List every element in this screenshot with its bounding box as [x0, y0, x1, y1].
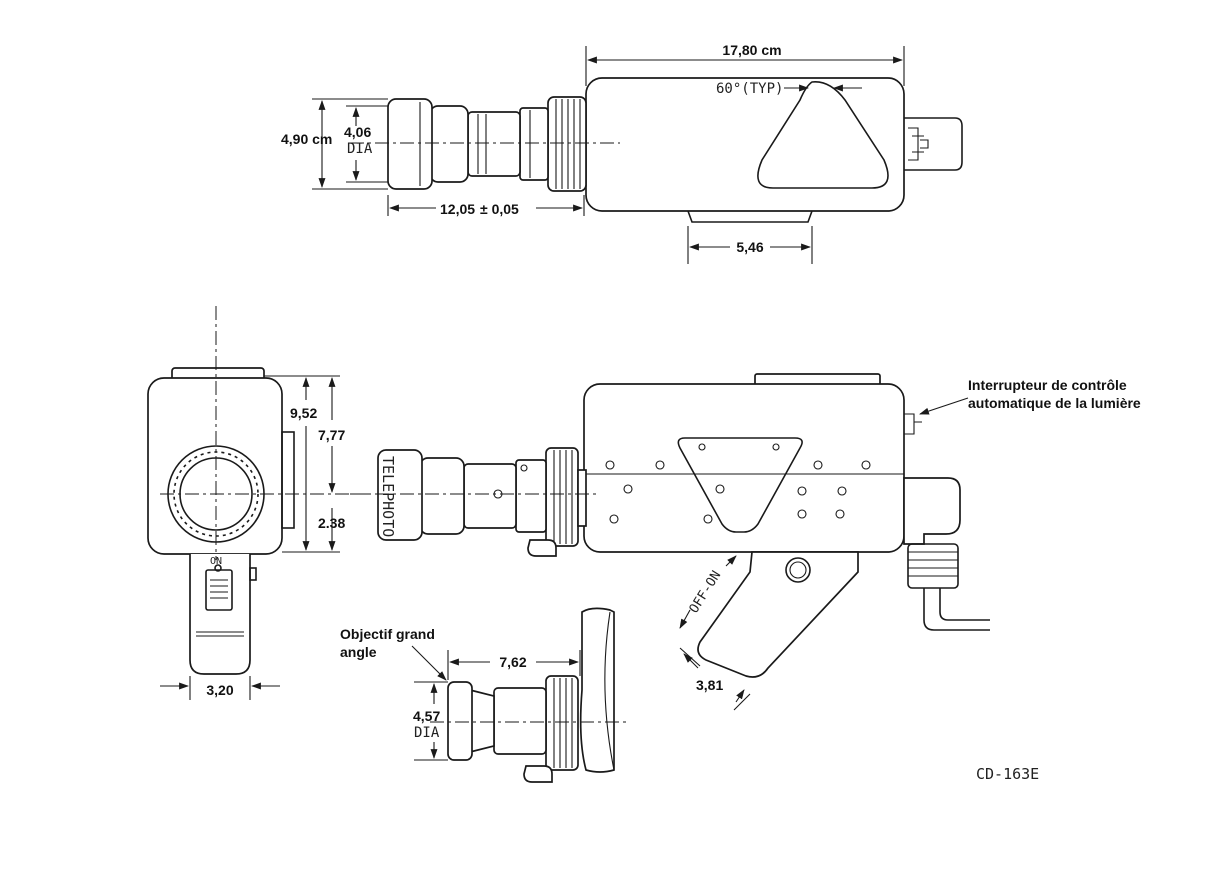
top-triangle-plate: [757, 81, 889, 189]
wide-lens-ring: [545, 675, 579, 771]
label-telephoto: TELEPHOTO: [379, 456, 397, 537]
dim-front-height: 7,77: [318, 427, 345, 443]
top-base-mount: [687, 210, 813, 223]
dim-lens-tolerance: ± 0,05: [480, 201, 519, 217]
dim-mount-width: 5,46: [736, 239, 763, 255]
dim-grip-offset: 3,81: [696, 677, 723, 693]
side-triangle-plate: [677, 437, 803, 533]
dim-dia-value: 4,06: [344, 124, 371, 140]
dim-wide-lens-length: 7,62: [499, 654, 526, 670]
dim-angle-typ: 60°(TYP): [716, 81, 783, 97]
front-view: ON 9,52 7,77 2.38 3,20: [147, 306, 370, 700]
dim-wide-dia-label: DIA: [414, 725, 440, 741]
top-rear-connector: [904, 117, 963, 171]
note-wide-line2: angle: [340, 644, 377, 660]
dim-overall-length: 17,80 cm: [722, 42, 781, 58]
front-handle: [189, 554, 251, 675]
side-view: TELEPHOTO OFF-ON 3,81 Interrupteur de co…: [350, 373, 1141, 711]
telephoto-lens-front: [377, 449, 423, 541]
drawing-id: CD-163E: [976, 765, 1039, 783]
dim-height-outer: 4,90 cm: [281, 131, 332, 147]
side-grip: [697, 551, 859, 678]
wide-lens-front: [447, 681, 473, 761]
label-on: ON: [210, 556, 222, 567]
wide-angle-detail: 7,62 4,57 DIA Objectif grand angle: [340, 607, 626, 783]
label-off-on: OFF-ON: [687, 568, 725, 616]
top-camera-body: [585, 77, 905, 212]
note-switch-line2: automatique de la lumière: [968, 395, 1141, 411]
side-rear-connector: [903, 477, 961, 545]
note-wide-line1: Objectif grand: [340, 626, 435, 642]
dim-front-top: 9,52: [290, 405, 317, 421]
dim-wide-dia-value: 4,57: [413, 708, 440, 724]
top-view: 17,80 cm 60°(TYP) 4,90 cm 4,06 DIA 12,05…: [281, 42, 963, 264]
top-lens-front: [387, 98, 433, 190]
dim-lens-length: 12,05: [440, 201, 475, 217]
dim-handle-width: 3,20: [206, 682, 233, 698]
side-lens-ring: [545, 447, 579, 547]
front-camera-body: [147, 377, 283, 555]
wide-body-section: [579, 607, 615, 773]
dim-front-bottom: 2.38: [318, 515, 345, 531]
note-switch-line1: Interrupteur de contrôle: [968, 377, 1127, 393]
dim-dia-label: DIA: [347, 141, 373, 157]
side-camera-body: [583, 383, 905, 553]
